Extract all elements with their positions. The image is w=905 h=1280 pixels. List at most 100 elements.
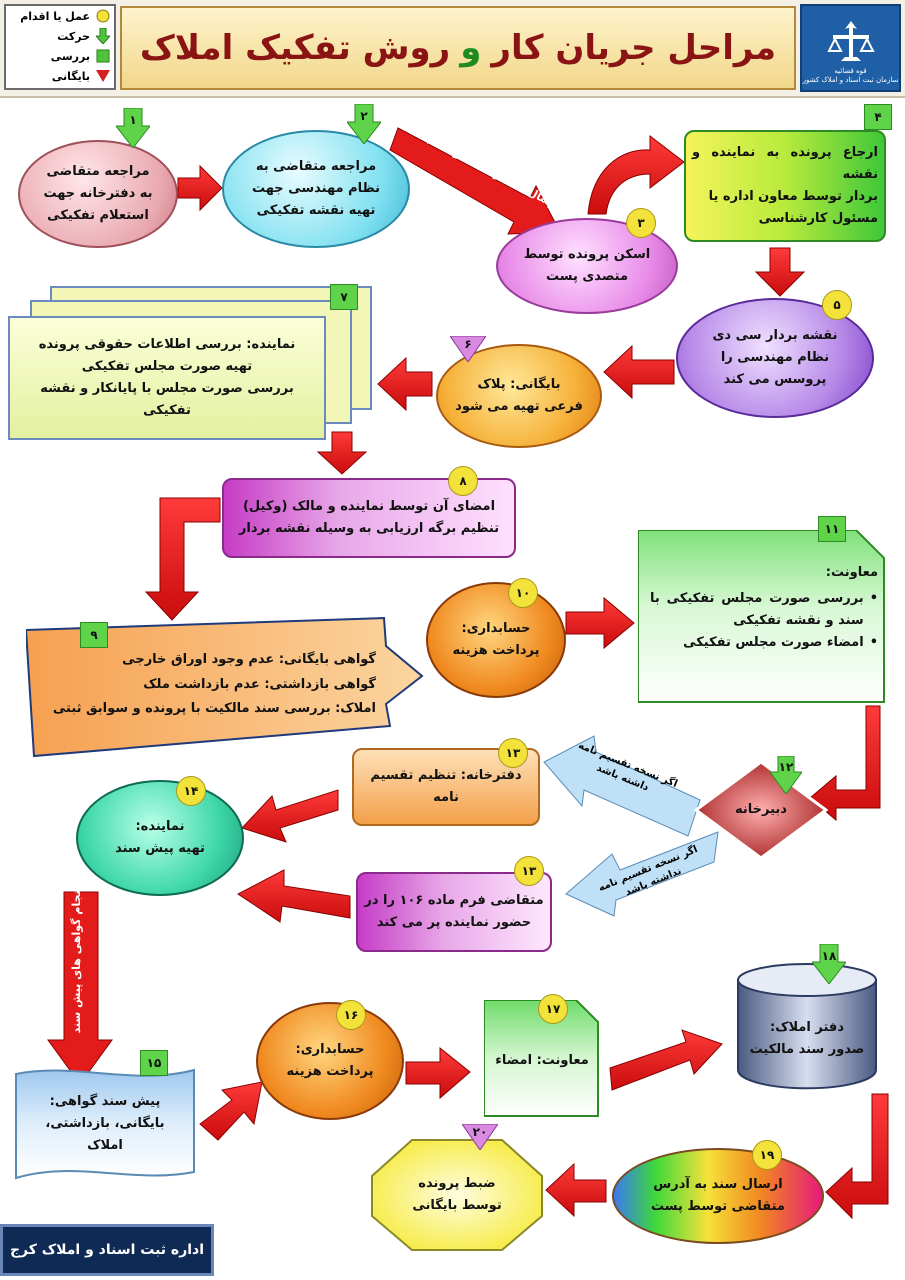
- step-line: بردار توسط معاون اداره یا: [708, 189, 878, 204]
- step-text: گواهی بایگانی: عدم وجود اوراق خارجی گواه…: [34, 648, 382, 722]
- arrow-3-to-4: [587, 134, 685, 215]
- step-number: ۹: [80, 622, 108, 648]
- step-line: بررسی صورت مجلس با پایانکار و نقشه تفکیک…: [40, 381, 294, 419]
- step-line: گواهی بایگانی: عدم وجود اوراق خارجی: [122, 651, 376, 667]
- arrow-18-to-19: [825, 1093, 889, 1220]
- step-line: تهیه پیش سند: [115, 841, 205, 856]
- step-text: اسکن پرونده توسط متصدی پست: [518, 244, 656, 288]
- emblem-icon: [826, 21, 875, 62]
- step-text: حسابداری: پرداخت هزینه: [281, 1039, 380, 1083]
- step-20-shape: [371, 1139, 543, 1251]
- bullet-item: • بررسی صورت مجلس تفکیکی با سند و نقشه ت…: [650, 588, 878, 632]
- step-text: پیش سند گواهی: بایگانی، بازداشتی، املاک: [20, 1091, 190, 1157]
- step-text: ضبط پرونده توسط بایگانی: [406, 1173, 507, 1217]
- step-line: صدور سند مالکیت: [749, 1042, 865, 1057]
- step-11-shape: [638, 530, 885, 703]
- step-line: به دفترخانه جهت: [43, 185, 153, 201]
- step-text: ارسال سند به آدرس متقاضی توسط پست: [645, 1174, 791, 1218]
- footer-label: اداره ثبت اسناد و املاک کرج: [0, 1224, 214, 1276]
- logo-caption-line: سازمان ثبت اسناد و املاک کشور: [802, 75, 899, 84]
- step-number: ۱: [129, 113, 137, 127]
- arrow-17-to-18: [609, 1029, 723, 1091]
- arrow-6-to-7: [377, 356, 433, 412]
- legend-label: حرکت: [57, 29, 90, 43]
- step-number: ۱۴: [176, 776, 206, 806]
- arrow-13b-to-14: [237, 869, 351, 923]
- arrow-15-to-16: [199, 1081, 263, 1141]
- step-line: املاک: بررسی سند مالکیت با پرونده و سواب…: [52, 701, 376, 717]
- step-text: امضای آن توسط نماینده و مالک (وکیل) تنظی…: [233, 496, 505, 540]
- step-line: نظام مهندسی را: [720, 349, 830, 365]
- arrow-19-to-20: [545, 1162, 607, 1218]
- step-number: ۶: [464, 337, 472, 351]
- step-number: ۸: [448, 466, 478, 496]
- archive-triangle-icon: [450, 336, 486, 362]
- step-number: ۲۰: [472, 1125, 488, 1139]
- arrow-13a-to-14: [241, 789, 339, 843]
- legend-label: عمل یا اقدام: [20, 9, 90, 23]
- step-text: دفتر املاک: صدور سند مالکیت: [744, 1017, 871, 1061]
- step-2: مراجعه متقاضی به نظام مهندسی جهت تهیه نق…: [222, 130, 410, 248]
- step-line: حسابداری:: [295, 1041, 365, 1057]
- legend-item: بررسی: [6, 46, 114, 66]
- step-19: ارسال سند به آدرس متقاضی توسط پست: [612, 1148, 824, 1244]
- step-line: دبیرخانه: [735, 801, 787, 817]
- step-11: معاونت: • بررسی صورت مجلس تفکیکی با سند …: [650, 562, 878, 698]
- step-line: توسط بایگانی: [412, 1198, 502, 1213]
- step-10: حسابداری: پرداخت هزینه: [426, 582, 566, 698]
- step-line: دفتر املاک:: [770, 1019, 844, 1035]
- step-17: معاونت: امضاء: [488, 1026, 596, 1096]
- step-line: استعلام تفکیکی: [47, 208, 149, 224]
- step-number: ۳: [626, 208, 656, 238]
- step-14: نماینده: تهیه پیش سند: [76, 780, 244, 896]
- step-line: دفترخانه: تنظیم تقسیم نامه: [370, 767, 522, 805]
- step-17-shape: [484, 1000, 599, 1117]
- step-text: نقشه بردار سی دی نظام مهندسی را پروسس می…: [706, 325, 843, 391]
- circle-icon: [96, 9, 110, 23]
- legend-item: عمل یا اقدام: [6, 6, 114, 26]
- step-line: مراجعه متقاضی به: [255, 158, 377, 174]
- move-arrow-icon: [812, 944, 846, 984]
- step-line: حسابداری:: [461, 620, 531, 636]
- step-number: ۱۲: [778, 760, 794, 774]
- legend-item: حرکت: [6, 26, 114, 46]
- bullet-text: امضاء صورت مجلس تفکیکی: [683, 635, 864, 651]
- bullet-icon: •: [869, 591, 878, 607]
- step-line: فرعی تهیه می شود: [455, 399, 583, 414]
- arrow-10-to-11: [565, 596, 635, 650]
- step-15-shape: [15, 1068, 195, 1180]
- bullet-text: بررسی صورت مجلس تفکیکی با سند و نقشه تفک…: [650, 591, 864, 629]
- step-line: معاونت: امضاء: [495, 1052, 589, 1068]
- step-text: حسابداری: پرداخت هزینه: [447, 618, 546, 662]
- move-arrow-icon: [347, 104, 381, 144]
- step-number: ۱۵: [140, 1050, 168, 1076]
- step-11-title: معاونت:: [825, 565, 878, 580]
- step-line: تهیه صورت مجلس تفکیکی: [81, 358, 253, 374]
- step-line: نماینده:: [135, 818, 185, 834]
- step-line: حضور نماینده پر می کند: [376, 915, 532, 930]
- step-12-shape: [694, 760, 828, 860]
- pre-cert-label: انجام گواهی های پیش سند: [70, 886, 83, 1034]
- step-line: گواهی بازداشتی: عدم بازداشت ملک: [143, 676, 376, 692]
- header: عمل یا اقدام حرکت بررسی بایگانی مراحل جر…: [0, 0, 905, 98]
- step-line: تهیه نقشه تفکیکی: [256, 203, 376, 219]
- down-triangle-icon: [96, 70, 110, 82]
- step-text: مراجعه متقاضی به دفترخانه جهت استعلام تف…: [37, 161, 158, 227]
- arrow-4-to-5: [754, 247, 806, 297]
- step-line: نظام مهندسی جهت: [251, 180, 381, 196]
- step-line: پیش سند گواهی:: [49, 1093, 161, 1109]
- step-number: ۱۰: [508, 578, 538, 608]
- step-line: مسئول کارشناسی: [758, 211, 878, 227]
- step-text: نماینده: تهیه پیش سند: [109, 816, 211, 860]
- organization-logo: قوه قضائیه سازمان ثبت اسناد و املاک کشور: [800, 4, 901, 92]
- step-line: نقشه بردار سی دی: [712, 327, 838, 343]
- step-text: نماینده: بررسی اطلاعات حقوقی پرونده تهیه…: [10, 334, 324, 422]
- step-line: ضبط پرونده: [418, 1175, 496, 1191]
- page-title: مراحل جریان کار و روش تفکیک املاک: [120, 6, 796, 90]
- step-line: متقاضی توسط پست: [651, 1199, 785, 1214]
- step-line: پروسس می کند: [723, 372, 827, 388]
- step-number: ۱۳: [514, 856, 544, 886]
- step-number: ۲: [360, 109, 368, 123]
- step-line: بایگانی، بازداشتی، املاک: [45, 1115, 165, 1154]
